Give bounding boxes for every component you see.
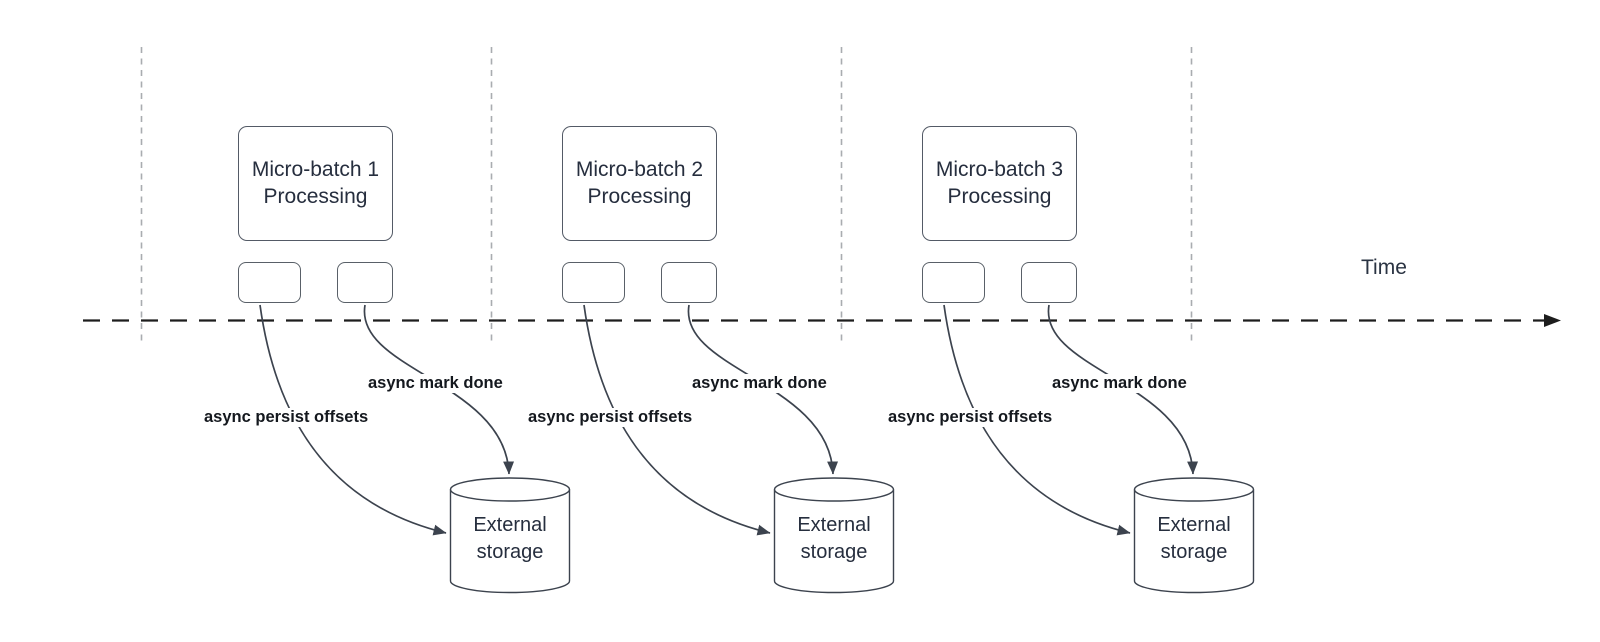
external-storage-line1: External — [797, 514, 871, 536]
micro-batch-title-line1: Micro-batch 1 — [251, 157, 380, 181]
async-mark-done-label: async mark done — [1050, 374, 1189, 393]
micro-batch-title-line2: Processing — [947, 184, 1052, 208]
external-storage-label: External storage — [1134, 512, 1254, 566]
async-persist-offsets-label: async persist offsets — [886, 408, 1055, 427]
micro-batch-processing-box: Micro-batch 3 Processing — [922, 126, 1077, 241]
mark-done-task-box — [661, 262, 717, 303]
external-storage-line2: storage — [800, 541, 868, 563]
micro-batch-title-line2: Processing — [263, 184, 368, 208]
micro-batch-title-line1: Micro-batch 3 — [935, 157, 1064, 181]
external-storage-line1: External — [473, 514, 547, 536]
external-storage-line2: storage — [1160, 541, 1228, 563]
async-mark-done-label: async mark done — [366, 374, 505, 393]
micro-batch-processing-box: Micro-batch 2 Processing — [562, 126, 717, 241]
micro-batch-processing-box: Micro-batch 1 Processing — [238, 126, 393, 241]
async-persist-offsets-label: async persist offsets — [526, 408, 695, 427]
persist-offsets-task-box — [922, 262, 985, 303]
async-persist-arrow — [259, 304, 447, 536]
async-persist-offsets-label: async persist offsets — [202, 408, 371, 427]
external-storage-label: External storage — [450, 512, 570, 566]
async-persist-arrow — [943, 304, 1131, 536]
micro-batch-title-line1: Micro-batch 2 — [575, 157, 704, 181]
async-persist-arrow — [583, 304, 771, 536]
external-storage-cylinder — [1133, 477, 1255, 594]
persist-offsets-task-box — [562, 262, 625, 303]
mark-done-task-box — [1021, 262, 1077, 303]
external-storage-line1: External — [1157, 514, 1231, 536]
mark-done-task-box — [337, 262, 393, 303]
time-axis-label: Time — [1361, 256, 1407, 279]
external-storage-cylinder — [773, 477, 895, 594]
async-mark-done-label: async mark done — [690, 374, 829, 393]
external-storage-label: External storage — [774, 512, 894, 566]
external-storage-cylinder — [449, 477, 571, 594]
micro-batch-title-line2: Processing — [587, 184, 692, 208]
persist-offsets-task-box — [238, 262, 301, 303]
external-storage-line2: storage — [476, 541, 544, 563]
